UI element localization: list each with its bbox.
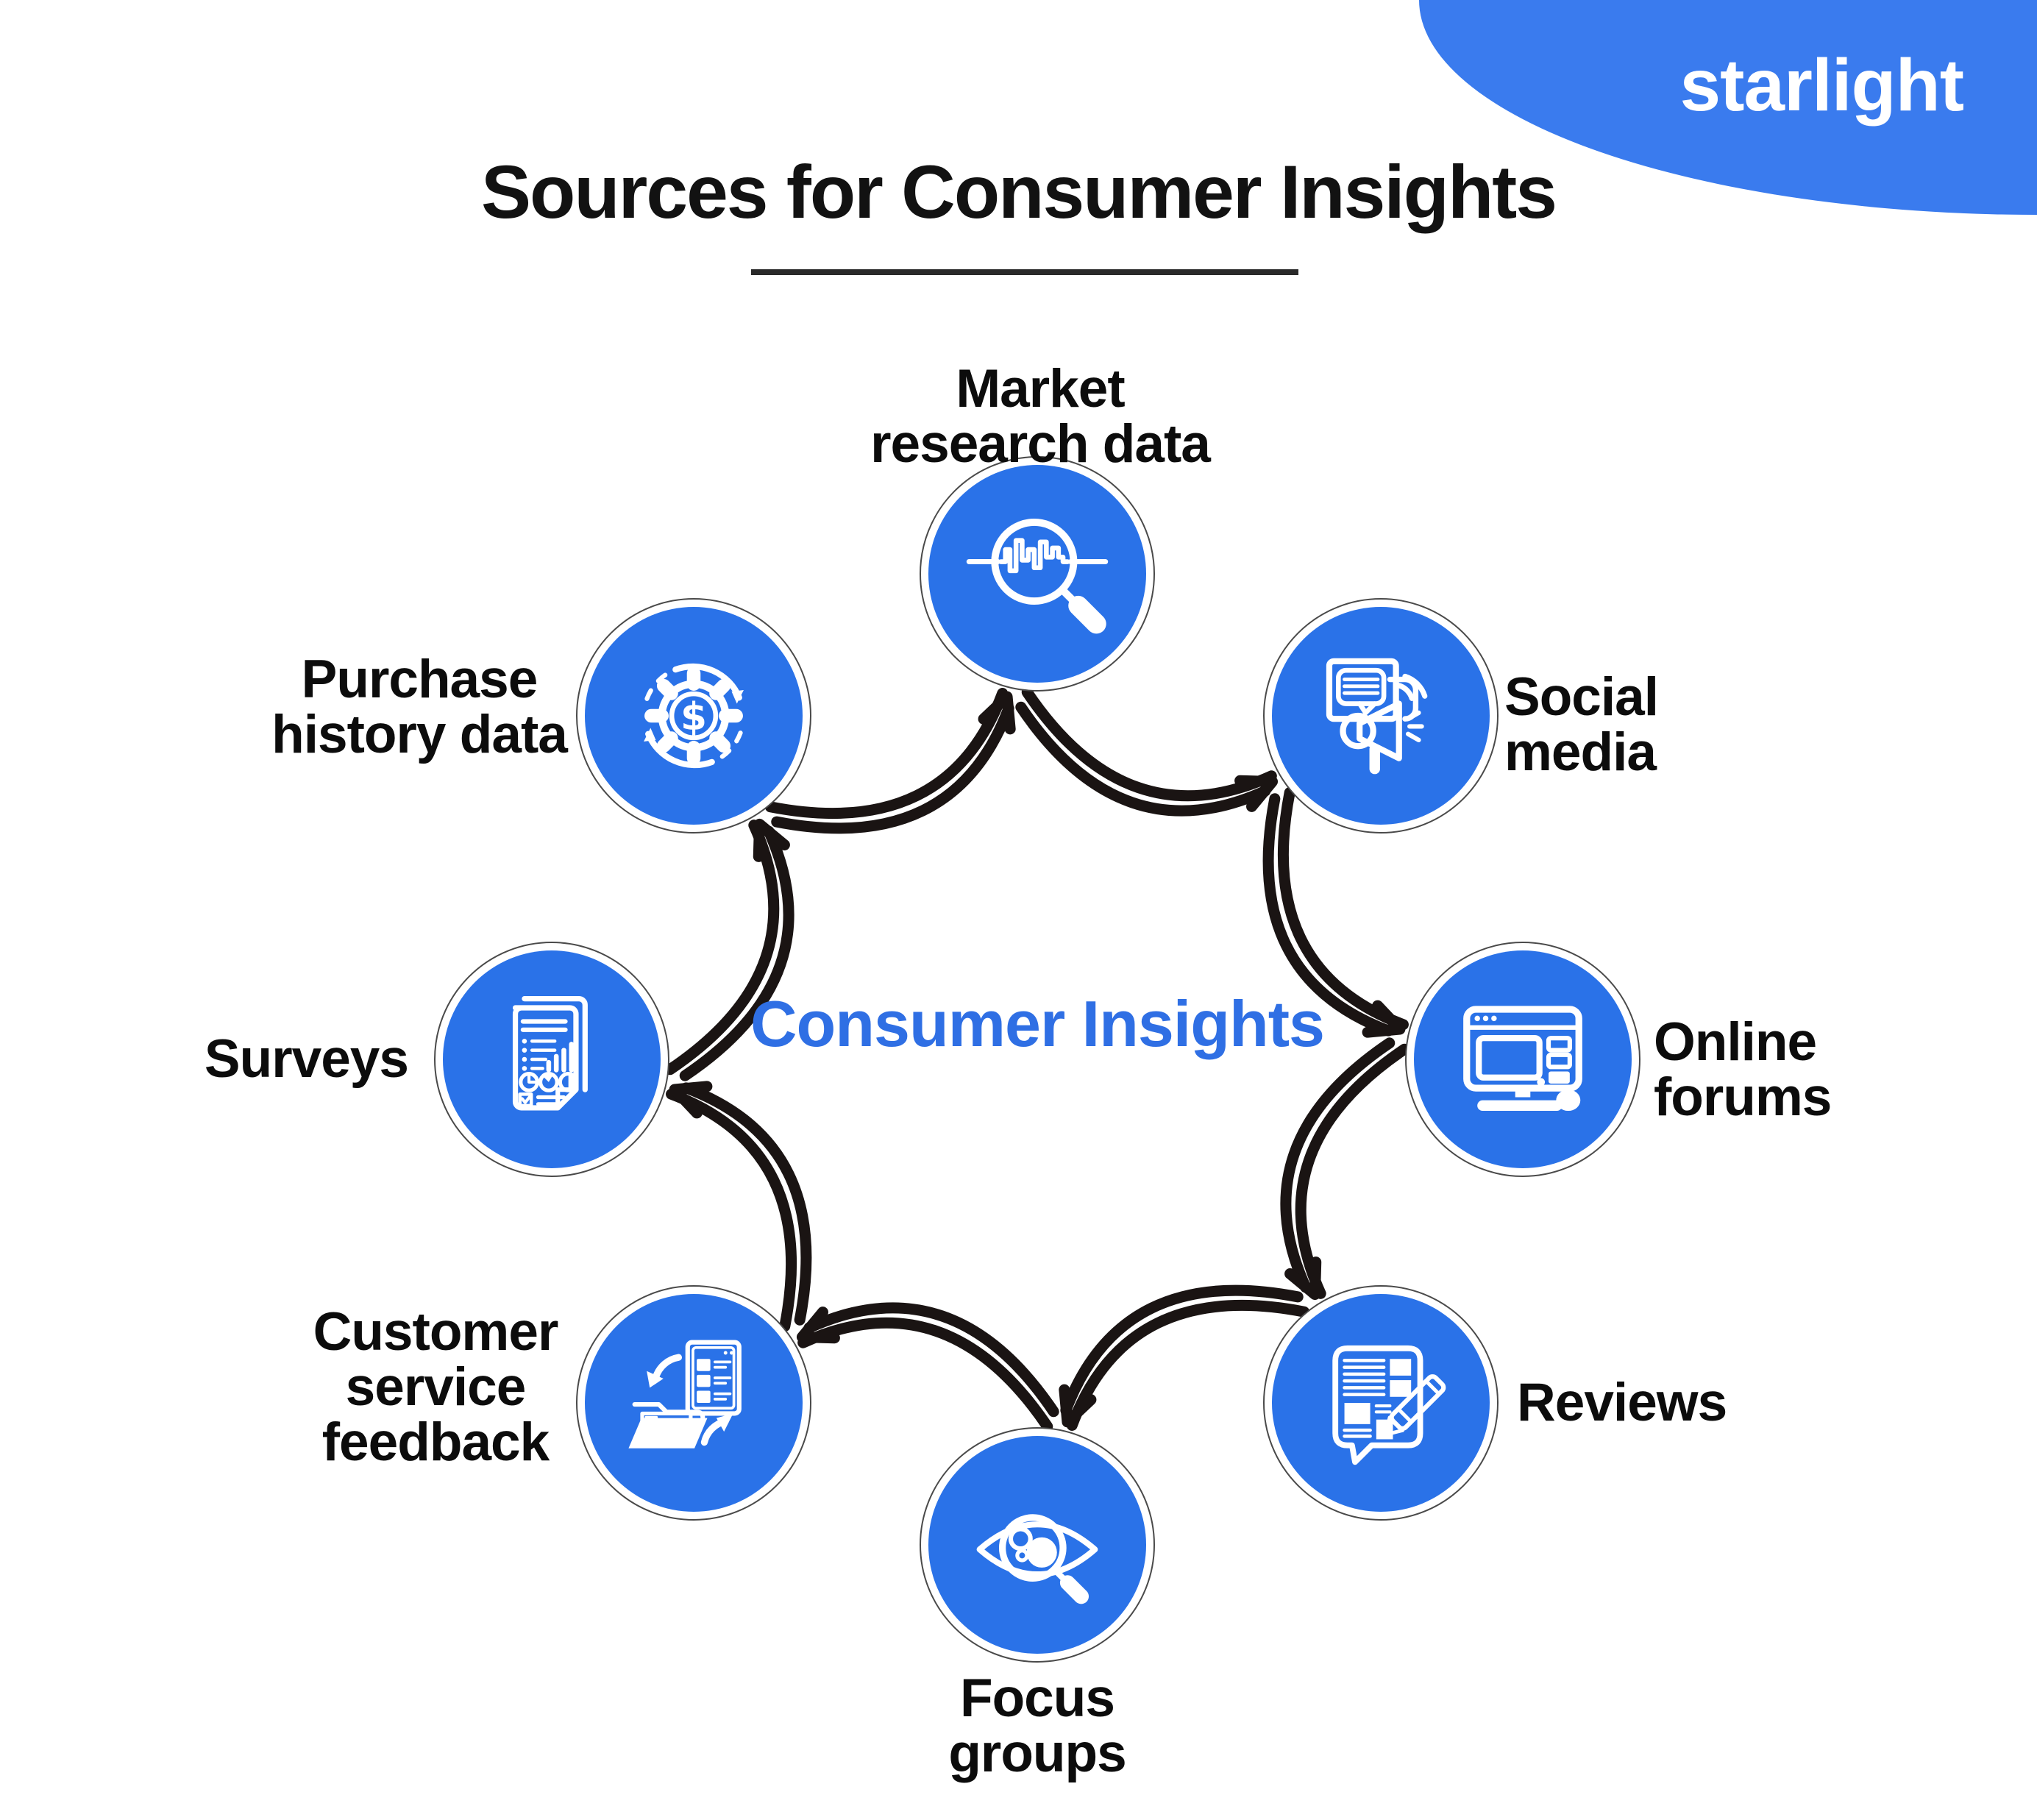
title-underline	[751, 269, 1298, 275]
reviews-disc	[1272, 1294, 1490, 1512]
purchase-history-data-disc: $	[585, 607, 803, 825]
online-forums-disc	[1414, 950, 1632, 1168]
node-label-reviews: Reviews	[1517, 1373, 1727, 1432]
desktop-computer-icon	[1463, 1006, 1582, 1112]
survey-report-icon	[512, 995, 588, 1111]
market-research-data-disc	[928, 465, 1146, 683]
node-reviews	[1263, 1285, 1499, 1521]
surveys-disc	[443, 950, 661, 1168]
node-purchase-history-data: $	[576, 598, 811, 833]
center-hub-label: Consumer Insights	[743, 987, 1332, 1061]
node-label-focus-groups: Focus groups	[948, 1668, 1126, 1783]
folder-document-sync-icon	[628, 1340, 742, 1448]
speech-bubble-pen-icon	[1332, 1345, 1446, 1465]
node-label-purchase-history-data: Purchase history data	[271, 650, 568, 764]
eye-magnifier-icon	[976, 1514, 1098, 1604]
magnifier-waveform-icon	[966, 519, 1109, 634]
center-hub-line2: Insights	[1081, 987, 1325, 1060]
node-label-online-forums: Online forums	[1654, 1012, 1832, 1127]
brand-logo-text: starlight	[1679, 44, 1964, 127]
customer-service-feedback-disc	[585, 1294, 803, 1512]
node-market-research-data	[920, 456, 1155, 692]
node-surveys	[434, 942, 669, 1177]
svg-text:$: $	[680, 695, 707, 739]
node-online-forums	[1405, 942, 1640, 1177]
chat-megaphone-icon	[1326, 658, 1428, 775]
social-media-disc	[1272, 607, 1490, 825]
focus-groups-disc	[928, 1436, 1146, 1654]
node-label-social-media: Social media	[1504, 667, 1659, 782]
node-social-media	[1263, 598, 1499, 833]
node-label-customer-service-feedback: Customer service feedback	[313, 1302, 559, 1472]
node-focus-groups	[920, 1427, 1155, 1663]
gear-dollar-icon: $	[642, 663, 745, 769]
center-hub-line1: Consumer	[750, 987, 1065, 1060]
page-title: Sources for Consumer Insights	[481, 150, 1557, 234]
node-customer-service-feedback	[576, 1285, 811, 1521]
node-label-market-research-data: Market research data	[870, 359, 1211, 474]
node-label-surveys: Surveys	[204, 1029, 409, 1089]
